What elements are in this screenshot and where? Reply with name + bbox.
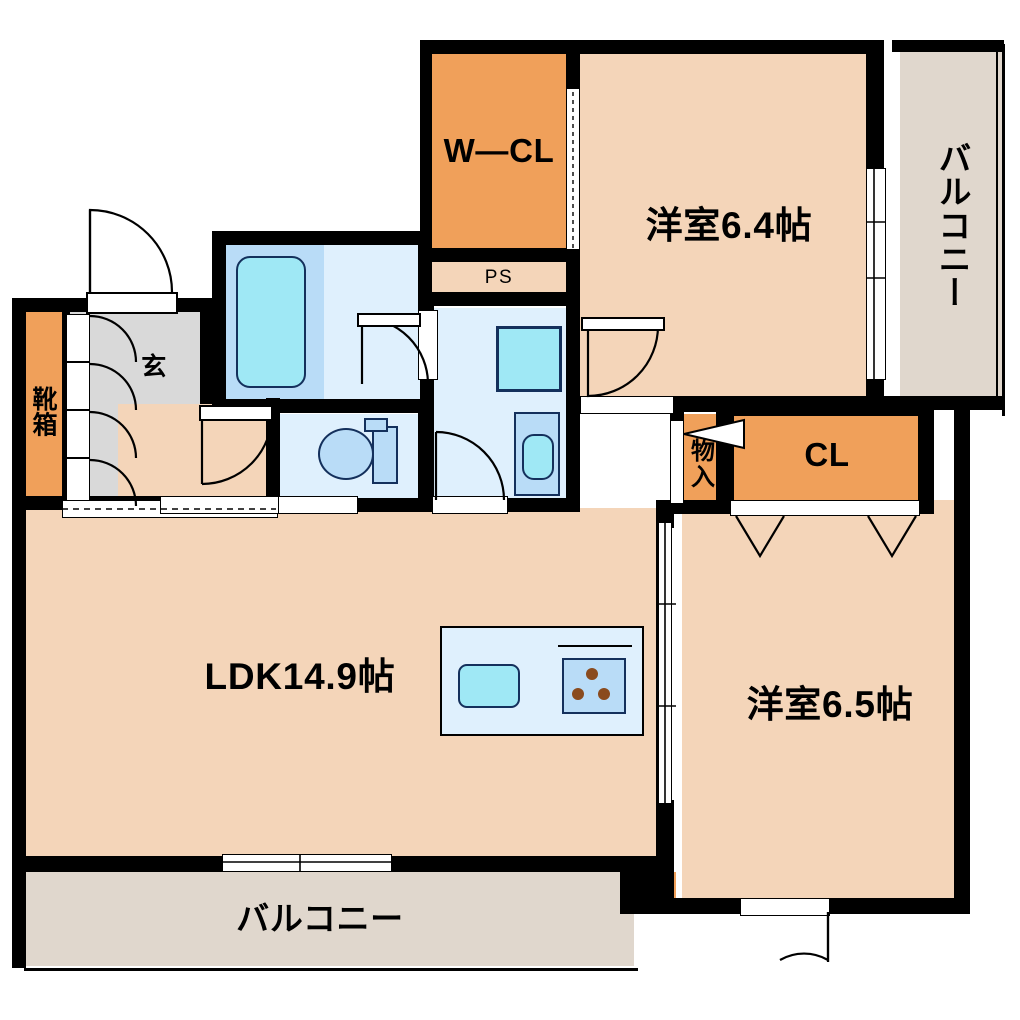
balcony-south-rail [24, 968, 638, 971]
wall-toilet-right [418, 404, 432, 512]
wall-bath-right [418, 231, 432, 313]
shoe-box-area [24, 312, 62, 508]
storage-door-opening[interactable] [670, 420, 684, 504]
wall-bedroomS-left-lower [656, 800, 674, 898]
bedroom-north-balcony-window[interactable] [866, 168, 886, 380]
wall-bath-top [212, 231, 432, 245]
wall-ldk-left [12, 496, 26, 868]
wall-wcl-bottom [420, 248, 580, 262]
bedroom-north-label: 洋室6.4帖 [645, 205, 813, 246]
storage-label: 物入 [686, 438, 714, 490]
wall-storage-right [716, 404, 734, 514]
closet-south-folding-door[interactable] [730, 500, 920, 516]
kitchen-stove [562, 658, 626, 714]
balcony-north-rail-outer [1002, 44, 1005, 416]
kitchen-sink [458, 664, 520, 708]
bedroom-south-label: 洋室6.5帖 [746, 684, 914, 725]
toilet-door-opening[interactable] [278, 496, 358, 514]
toilet-tank [372, 426, 398, 484]
washing-machine-space [494, 324, 564, 394]
balcony-north-label: バルコニー [934, 140, 971, 310]
entrance-door-opening[interactable] [86, 292, 178, 314]
wall-wcl-right-lower [566, 230, 580, 410]
wall-balconyS-left [12, 856, 26, 968]
wall-bedroomS-left-upper [656, 500, 674, 528]
wall-ps-bottom [420, 292, 580, 306]
ldk-label: LDK14.9帖 [204, 656, 396, 697]
toilet-lid [364, 418, 388, 432]
wall-hall-right [200, 312, 212, 404]
bedroom-south-area [682, 500, 970, 900]
wall-wcl-left [420, 40, 432, 262]
ldk-balcony-window[interactable] [222, 854, 392, 872]
entrance-step-floor [118, 404, 274, 508]
shoe-box-door-leaf[interactable] [66, 362, 90, 410]
washbasin-bowl [522, 434, 554, 480]
hall-ldk-sliding-door-2[interactable] [160, 496, 280, 514]
wall-bedroomS-topcorner [620, 872, 660, 898]
wall-cl-top [716, 404, 934, 416]
shoe-box-door-leaf[interactable] [66, 458, 90, 506]
balcony-north-rail-inner [996, 52, 998, 408]
stove-backguard [558, 645, 632, 647]
balcony-north-area [900, 52, 1004, 408]
stove-burner-icon [572, 688, 584, 700]
washroom-door-opening[interactable] [432, 496, 508, 514]
walk-in-closet-label: W—CL [443, 132, 555, 169]
bathtub [236, 256, 306, 388]
wall-ldk-top-left [12, 496, 68, 510]
closet-south-label: CL [804, 436, 850, 473]
walk-in-closet-area [430, 52, 568, 250]
bathroom-door-opening[interactable] [418, 310, 438, 380]
wall-entrance-left [12, 298, 26, 510]
wall-top-balcony [892, 40, 1004, 52]
entrance-hall-label: 玄 [141, 353, 167, 381]
wall-top-north-block [420, 40, 884, 54]
bedroom-north-door-opening[interactable] [580, 396, 674, 414]
wall-cl-right [918, 404, 934, 514]
wall-bedroomS-right [954, 404, 970, 912]
ldk-bedroom-sliding-partition[interactable] [658, 522, 672, 804]
wall-wcl-right [566, 40, 580, 100]
wall-bath-left [212, 231, 226, 411]
pipe-space-label: PS [484, 267, 514, 288]
wcl-sliding-door[interactable] [566, 88, 580, 250]
pipe-space-area [430, 262, 568, 294]
toilet-bowl [318, 428, 374, 480]
bedroom-south-door-opening[interactable] [740, 898, 830, 916]
wall-bath-bottom [212, 399, 432, 413]
balcony-south-area [26, 870, 634, 966]
wall-wash-right [566, 404, 580, 512]
shoe-box-door-leaf[interactable] [66, 410, 90, 458]
bedroom-south-door-swing-arc [779, 912, 830, 962]
entrance-door-swing-arc [88, 208, 174, 293]
stove-burner-icon [586, 668, 598, 680]
closet-south-area [734, 414, 920, 500]
stove-burner-icon [598, 688, 610, 700]
shoe-box-door-leaf[interactable] [66, 314, 90, 362]
shoe-box-label: 靴箱 [29, 385, 57, 437]
balcony-south-label: バルコニー [236, 900, 404, 937]
wall-hall-right-lower [266, 398, 280, 418]
